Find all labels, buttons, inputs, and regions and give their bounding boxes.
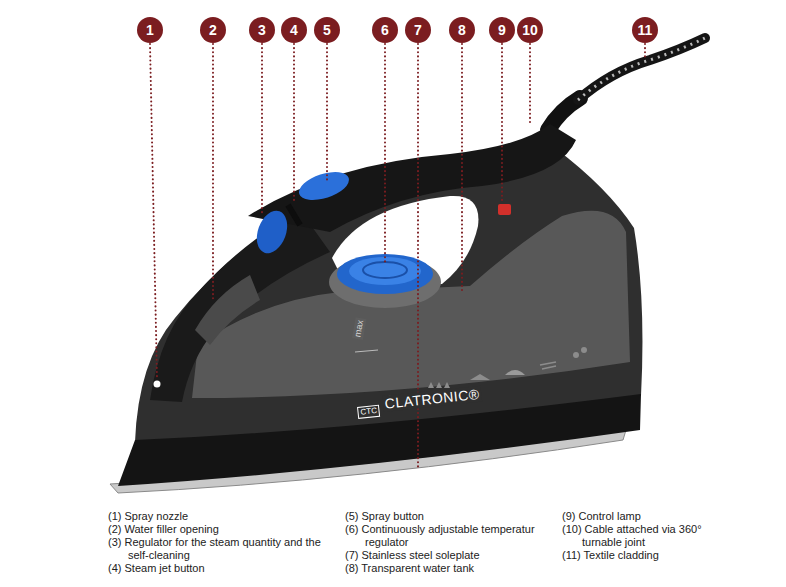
symbol-iron (505, 370, 525, 375)
symbol-dot (573, 352, 579, 358)
filler-cover (195, 275, 260, 345)
callout-circle: 11 (632, 17, 658, 43)
part-name: (5) Spray button (345, 510, 537, 523)
cord-pattern (578, 38, 705, 100)
iron-skirt (118, 394, 641, 486)
callout-circle: 8 (449, 17, 475, 43)
callout-circle: 3 (249, 17, 275, 43)
symbol-spray (470, 374, 490, 380)
callout-circle: 6 (372, 17, 398, 43)
leader-line (501, 44, 503, 203)
control-lamp (498, 204, 511, 215)
leader-line (326, 44, 328, 180)
callout-number: 6 (381, 23, 389, 37)
part-name: (6) Continuously adjustable temperatur r… (345, 523, 537, 549)
part-name: (3) Regulator for the steam quantity and… (108, 536, 326, 562)
symbol-dot (581, 347, 587, 353)
part-name: (8) Transparent water tank (345, 562, 537, 575)
part-name: (1) Spray nozzle (108, 510, 326, 523)
callout-number: 1 (146, 23, 154, 37)
callout-number: 8 (458, 23, 466, 37)
callout-circle: 9 (489, 17, 515, 43)
callout-circle: 7 (405, 17, 431, 43)
front-shroud (150, 210, 330, 402)
leader-line (529, 44, 531, 125)
leader-line (644, 44, 646, 58)
leader-line (261, 44, 263, 215)
callout-circle: 2 (200, 17, 226, 43)
part-name: (9) Control lamp (562, 510, 714, 523)
textile-cord (578, 38, 705, 100)
dial-ring (363, 262, 407, 278)
spray-nozzle (154, 381, 161, 388)
callout-circle: 10 (517, 17, 543, 43)
callout-circle: 4 (281, 17, 307, 43)
max-mark (355, 350, 378, 352)
symbol-steam (428, 382, 450, 388)
callout-number: 5 (323, 23, 331, 37)
leader-lines (150, 44, 645, 470)
callout-number: 9 (498, 23, 506, 37)
callout-number: 10 (522, 23, 538, 37)
symbol-selfclean (540, 362, 556, 369)
handle-opening (332, 196, 478, 290)
spray-button (296, 167, 353, 206)
callout-number: 7 (414, 23, 422, 37)
part-name: (4) Steam jet button (108, 562, 326, 575)
leader-line (150, 44, 157, 378)
callout-number: 3 (258, 23, 266, 37)
part-name: (10) Cable attached via 360° turnable jo… (562, 523, 714, 549)
leader-line (461, 44, 463, 292)
callout-number: 11 (638, 23, 653, 37)
steam-regulator (288, 205, 300, 225)
leader-line (293, 44, 295, 200)
callout-circle: 5 (314, 17, 340, 43)
callout-circle: 1 (137, 17, 163, 43)
callout-number: 2 (209, 23, 217, 37)
brand-logo: CTC (357, 405, 381, 419)
part-name: (7) Stainless steel soleplate (345, 549, 537, 562)
callout-number: 4 (290, 23, 298, 37)
steam-jet-button (251, 207, 292, 258)
part-name: (11) Textile cladding (562, 549, 714, 562)
leader-line (384, 44, 386, 265)
part-name: (2) Water filler opening (108, 523, 326, 536)
leader-line (212, 44, 214, 300)
